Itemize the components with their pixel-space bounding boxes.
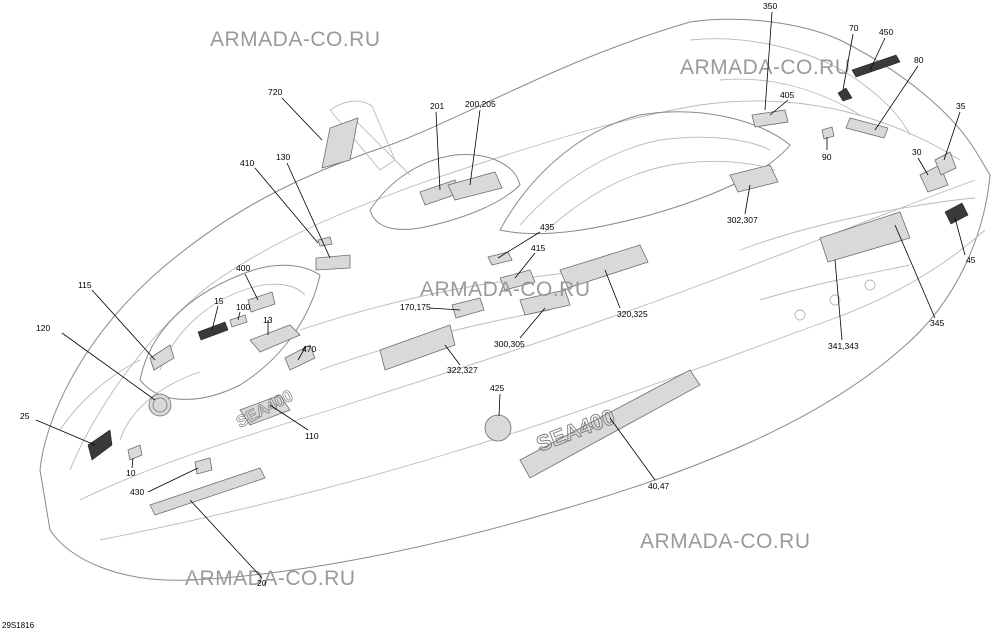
watermarks: ARMADA-CO.RU ARMADA-CO.RU ARMADA-CO.RU A… xyxy=(185,28,851,590)
callout-410: 410 xyxy=(240,158,254,168)
callout-90: 90 xyxy=(822,152,832,162)
callout-120: 120 xyxy=(36,323,50,333)
decal-170-175 xyxy=(451,297,485,319)
decal-110 xyxy=(239,394,291,426)
callout-345: 345 xyxy=(930,318,944,328)
callout-10: 10 xyxy=(126,468,136,478)
callout-13: 13 xyxy=(263,315,273,325)
decal-410 xyxy=(317,236,333,247)
callout-30: 30 xyxy=(912,147,922,157)
callout-40-47: 40,47 xyxy=(648,481,670,491)
callout-435: 435 xyxy=(540,222,554,232)
decal-100 xyxy=(229,314,248,328)
callout-302-307: 302,307 xyxy=(727,215,758,225)
callout-15: 15 xyxy=(214,296,224,306)
decal-720 xyxy=(321,117,359,169)
callout-170-175: 170,175 xyxy=(400,302,431,312)
decal-115 xyxy=(149,344,175,371)
watermark: ARMADA-CO.RU xyxy=(420,278,591,301)
callout-350: 350 xyxy=(763,1,777,11)
diagram-code: 29S1816 xyxy=(2,621,35,630)
decal-320-325 xyxy=(559,244,649,289)
decal-13 xyxy=(249,324,301,353)
decal-300-305 xyxy=(519,289,571,316)
callout-470: 470 xyxy=(302,344,316,354)
leader-lines xyxy=(35,11,966,579)
callout-425: 425 xyxy=(490,383,504,393)
decal-45 xyxy=(944,202,969,225)
callout-200-205: 200,205 xyxy=(465,99,496,109)
callout-720: 720 xyxy=(268,87,282,97)
decal-25 xyxy=(87,429,113,461)
callout-322-327: 322,327 xyxy=(447,365,478,375)
watermark: ARMADA-CO.RU xyxy=(680,56,851,79)
callout-70: 70 xyxy=(849,23,859,33)
decal-400 xyxy=(247,291,276,313)
callout-450: 450 xyxy=(879,27,893,37)
decal-470 xyxy=(284,344,316,371)
decal-302-307 xyxy=(729,164,779,193)
callout-20: 20 xyxy=(257,578,267,588)
callout-430: 430 xyxy=(130,487,144,497)
decal-70 xyxy=(837,87,853,102)
decal-425 xyxy=(484,414,512,442)
callout-25: 25 xyxy=(20,411,30,421)
decal-20 xyxy=(149,467,266,516)
watermark: ARMADA-CO.RU xyxy=(185,567,356,590)
decal-120 xyxy=(148,393,172,417)
callout-80: 80 xyxy=(914,55,924,65)
decal-80 xyxy=(845,117,889,139)
decal-shapes: SEA400 SEA400 xyxy=(87,54,969,516)
decal-405 xyxy=(751,109,789,128)
callout-201: 201 xyxy=(430,101,444,111)
callout-100: 100 xyxy=(236,302,250,312)
callout-labels: 350 70 450 80 405 35 90 30 720 201 200,2… xyxy=(20,1,976,588)
callout-400: 400 xyxy=(236,263,250,273)
decal-341-343 xyxy=(819,211,911,263)
decal-15 xyxy=(197,321,229,341)
decal-430 xyxy=(194,457,213,475)
callout-415: 415 xyxy=(531,243,545,253)
callout-341-343: 341,343 xyxy=(828,341,859,351)
callout-405: 405 xyxy=(780,90,794,100)
callout-35: 35 xyxy=(956,101,966,111)
decal-10 xyxy=(127,444,143,461)
callout-115: 115 xyxy=(78,280,92,290)
decal-450 xyxy=(851,54,901,78)
decal-40-47 xyxy=(519,369,701,479)
decal-130 xyxy=(315,254,351,271)
callout-130: 130 xyxy=(276,152,290,162)
decal-200-205 xyxy=(447,171,503,201)
callout-320-325: 320,325 xyxy=(617,309,648,319)
decal-415 xyxy=(499,269,536,291)
callout-300-305: 300,305 xyxy=(494,339,525,349)
watermark: ARMADA-CO.RU xyxy=(640,530,811,553)
decal-435 xyxy=(487,251,513,266)
callout-110: 110 xyxy=(305,431,319,441)
decal-322-327 xyxy=(379,324,456,371)
watermark: ARMADA-CO.RU xyxy=(210,28,381,51)
decal-35 xyxy=(934,151,957,176)
callout-45: 45 xyxy=(966,255,976,265)
decal-90 xyxy=(821,126,835,140)
